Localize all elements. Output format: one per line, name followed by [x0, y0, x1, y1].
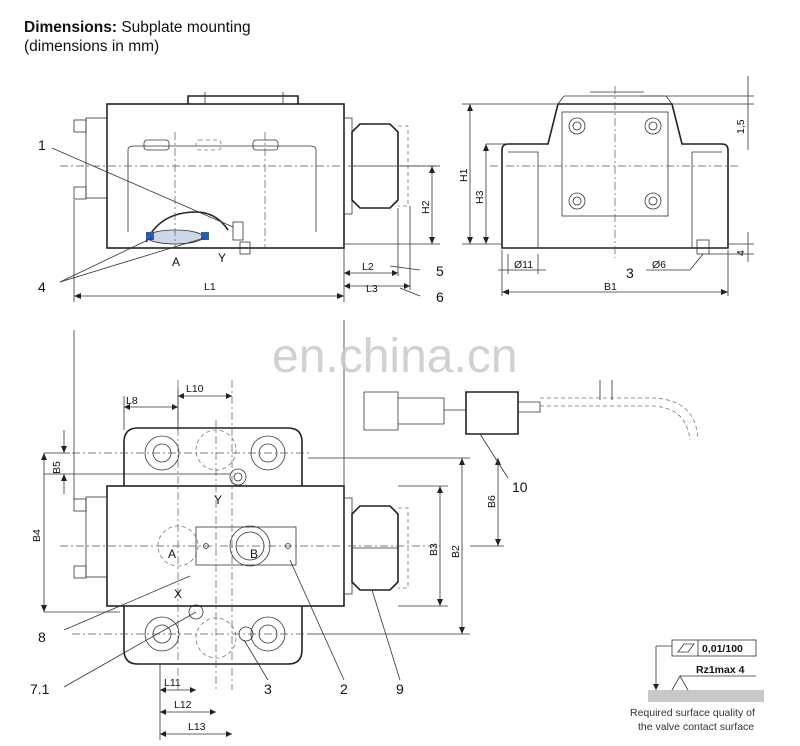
dim-label-h1: H1	[458, 168, 470, 182]
port-label-x-top: X	[174, 587, 182, 601]
dim-label-l1: L1	[204, 281, 216, 293]
item-label-7-1: 7.1	[30, 681, 50, 697]
side-view	[462, 76, 754, 296]
dim-label-b1: B1	[604, 281, 617, 293]
dim-label-l11: L11	[164, 677, 181, 689]
header-title: Dimensions:	[24, 19, 118, 36]
top-view	[41, 320, 504, 740]
dim-label-b2: B2	[450, 545, 462, 558]
dim-label-l2: L2	[362, 261, 374, 273]
dim-label-l3: L3	[366, 283, 378, 295]
dim-label-d6: Ø6	[652, 259, 666, 271]
item-label-6: 6	[436, 289, 444, 305]
dim-label-1-5: 1,5	[735, 119, 747, 134]
item-label-2: 2	[340, 681, 348, 697]
item-leaders	[51, 147, 509, 688]
flatness-tolerance: 0,01/100	[702, 643, 743, 655]
front-view	[60, 92, 440, 302]
roughness-value: Rz1max 4	[696, 664, 745, 676]
surface-note-line2: the valve contact surface	[638, 721, 754, 733]
item-label-4: 4	[38, 279, 46, 295]
port-label-a-top: A	[168, 547, 176, 561]
dim-label-b6: B6	[486, 495, 498, 508]
surface-note-line1: Required surface quality of	[630, 707, 755, 719]
plug-connector	[363, 380, 699, 441]
dim-label-h2: H2	[420, 200, 432, 214]
header-units: (dimensions in mm)	[24, 38, 160, 55]
item-label-5: 5	[436, 263, 444, 279]
dim-label-b4: B4	[31, 529, 43, 542]
dim-label-l12: L12	[174, 699, 192, 711]
dim-label-l10: L10	[186, 383, 204, 395]
dim-label-4: 4	[735, 250, 747, 256]
watermark: en.china.cn	[272, 330, 518, 383]
dim-label-d11: Ø11	[514, 259, 533, 271]
item-label-10: 10	[512, 479, 528, 495]
surface-quality-symbol: 0,01/100 Rz1max 4 Required surface quali…	[630, 639, 764, 733]
drawing-header: Dimensions: Subplate mounting (dimension…	[24, 18, 251, 56]
dim-label-h3: H3	[474, 190, 486, 204]
item-label-3-top: 3	[264, 681, 272, 697]
port-label-y-top: Y	[214, 493, 222, 507]
item-label-8: 8	[38, 629, 46, 645]
dim-label-b5: B5	[51, 461, 63, 474]
dim-label-l8: L8	[126, 395, 138, 407]
item-label-9: 9	[396, 681, 404, 697]
item-label-1: 1	[38, 137, 46, 153]
port-label-a-front: A	[172, 255, 180, 269]
port-label-y-front: Y	[218, 251, 226, 265]
dim-label-b3: B3	[428, 543, 440, 556]
header-subtitle: Subplate mounting	[117, 19, 251, 36]
dim-label-l13: L13	[188, 721, 206, 733]
item-label-3-side: 3	[626, 265, 634, 281]
port-label-b-top: B	[250, 547, 258, 561]
